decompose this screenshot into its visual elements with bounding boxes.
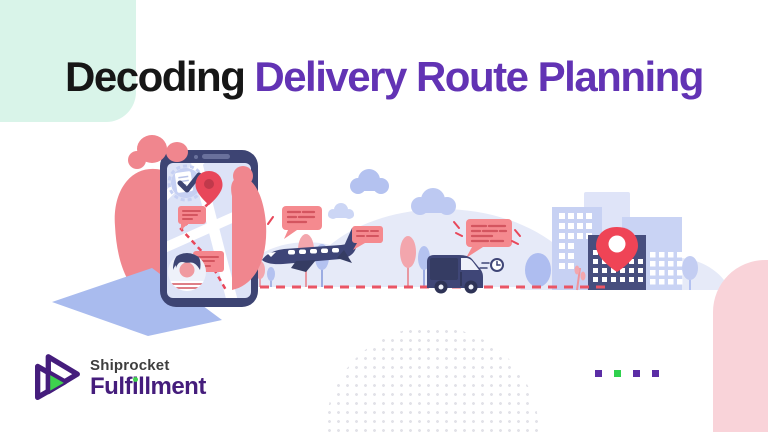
finger — [166, 142, 188, 162]
buildings-icon — [525, 192, 683, 290]
accent-squares — [595, 370, 659, 377]
speaker-slot — [202, 154, 230, 159]
accent-square — [633, 370, 640, 377]
clock-icon — [479, 258, 504, 272]
title-prefix: Decoding — [65, 53, 246, 100]
map-pin-icon — [195, 171, 223, 205]
chat-bubble-icon — [352, 226, 383, 250]
chat-bubble-icon — [453, 219, 521, 258]
accent-square — [595, 370, 602, 377]
destination-pin-icon — [596, 227, 638, 272]
cloud-icon — [328, 203, 354, 219]
accent-square — [614, 370, 621, 377]
brand-logo: Shiprocket Fulfillment — [28, 349, 206, 407]
title-highlight: Delivery Route Planning — [254, 53, 704, 100]
thumb — [231, 176, 267, 290]
finger — [128, 151, 146, 169]
hand-phone-icon — [52, 135, 267, 336]
cloud-icon — [350, 169, 389, 194]
cloud-icon — [411, 188, 456, 215]
accent-square — [652, 370, 659, 377]
delivery-van-icon — [427, 255, 483, 294]
logo-text: Shiprocket Fulfillment — [90, 358, 206, 399]
pink-corner-shape — [713, 260, 768, 432]
i-dot-accent — [133, 376, 138, 382]
chat-bubble-icon — [267, 206, 322, 239]
chat-bubble-icon — [178, 206, 206, 230]
thumb-tip — [233, 166, 253, 186]
avatar — [168, 253, 206, 291]
shiprocket-logo-icon — [35, 354, 80, 400]
bush-icon — [525, 253, 551, 287]
logo-brand-name: Shiprocket — [90, 356, 170, 374]
mint-corner-block — [0, 0, 136, 122]
sleeve — [52, 268, 222, 336]
logo-product-name: Fulfillment — [90, 372, 206, 400]
